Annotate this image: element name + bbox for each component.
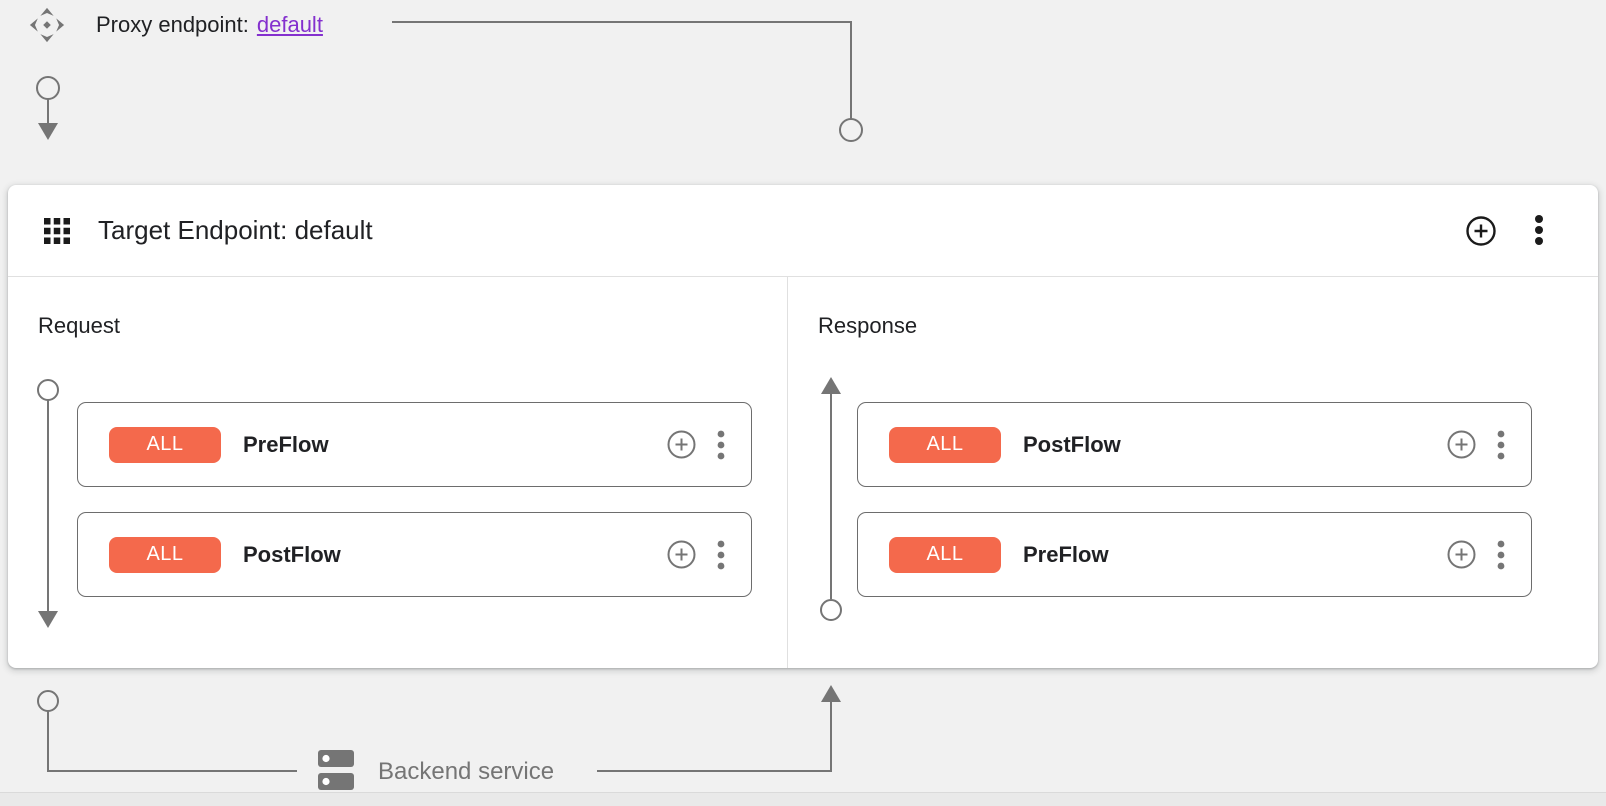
proxy-endpoint-link[interactable]: default bbox=[256, 12, 323, 37]
proxy-endpoint-label: Proxy endpoint: bbox=[96, 12, 249, 37]
target-endpoint-header: Target Endpoint: default bbox=[8, 185, 1598, 277]
add-circle-icon bbox=[667, 430, 696, 459]
flow-name: PostFlow bbox=[243, 541, 341, 567]
grid-icon bbox=[44, 217, 70, 244]
flow-condition-badge: ALL bbox=[109, 536, 221, 573]
kebab-menu-icon bbox=[1497, 540, 1505, 569]
add-policy-button[interactable] bbox=[1446, 429, 1477, 460]
target-endpoint-title: Target Endpoint: default bbox=[98, 215, 373, 245]
more-options-button[interactable] bbox=[1534, 213, 1544, 249]
flow-name: PreFlow bbox=[243, 431, 329, 457]
request-preflow-row[interactable]: ALL PreFlow bbox=[77, 402, 752, 487]
flow-menu-button[interactable] bbox=[1497, 539, 1505, 571]
panel-divider bbox=[787, 277, 788, 668]
bottom-scroll-track bbox=[0, 792, 1606, 806]
target-to-backend-connector bbox=[37, 690, 297, 772]
flow-name: PreFlow bbox=[1023, 541, 1109, 567]
flow-condition-badge: ALL bbox=[889, 536, 1001, 573]
kebab-menu-icon bbox=[1497, 430, 1505, 459]
add-circle-icon bbox=[1466, 215, 1496, 246]
kebab-menu-icon bbox=[717, 430, 725, 459]
flow-menu-button[interactable] bbox=[717, 429, 725, 461]
response-panel-label: Response bbox=[818, 313, 918, 338]
backend-to-response-connector bbox=[597, 685, 841, 772]
proxy-endpoint-icon bbox=[29, 7, 65, 43]
flow-name: PostFlow bbox=[1023, 431, 1121, 457]
response-preflow-row[interactable]: ALL PreFlow bbox=[857, 512, 1532, 597]
proxy-to-target-connector bbox=[392, 21, 863, 142]
flow-condition-badge: ALL bbox=[109, 426, 221, 463]
add-circle-icon bbox=[1447, 430, 1476, 459]
flow-condition-badge: ALL bbox=[889, 426, 1001, 463]
request-entry-connector bbox=[36, 76, 60, 140]
add-policy-button[interactable] bbox=[666, 539, 697, 570]
kebab-menu-icon bbox=[717, 540, 725, 569]
backend-service-row: Backend service bbox=[318, 750, 554, 793]
target-endpoint-card: Target Endpoint: default Request A bbox=[8, 185, 1598, 668]
flow-menu-button[interactable] bbox=[1497, 429, 1505, 461]
add-flow-button[interactable] bbox=[1464, 214, 1498, 248]
add-policy-button[interactable] bbox=[666, 429, 697, 460]
flow-menu-button[interactable] bbox=[717, 539, 725, 571]
kebab-menu-icon bbox=[1535, 214, 1543, 245]
proxy-endpoint-row: Proxy endpoint: default bbox=[28, 6, 323, 44]
response-postflow-row[interactable]: ALL PostFlow bbox=[857, 402, 1532, 487]
add-circle-icon bbox=[667, 540, 696, 569]
add-policy-button[interactable] bbox=[1446, 539, 1477, 570]
server-icon bbox=[318, 750, 354, 790]
add-circle-icon bbox=[1447, 540, 1476, 569]
header-actions bbox=[1464, 213, 1598, 249]
request-postflow-row[interactable]: ALL PostFlow bbox=[77, 512, 752, 597]
request-panel-label: Request bbox=[38, 313, 120, 338]
backend-service-label: Backend service bbox=[378, 757, 555, 785]
